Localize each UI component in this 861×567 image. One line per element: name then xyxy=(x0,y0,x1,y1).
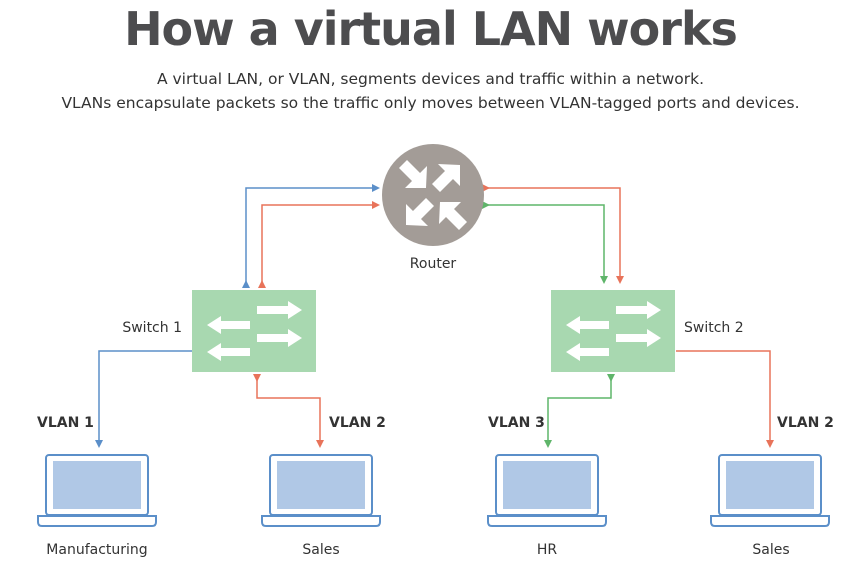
switch-1-icon xyxy=(192,290,316,372)
vlan-label-sales-right: VLAN 2 xyxy=(777,415,834,431)
device-label-sales-left: Sales xyxy=(302,542,339,558)
vlan-label-manufacturing: VLAN 1 xyxy=(37,415,94,431)
laptop-icon-hr xyxy=(487,454,607,527)
link-switch2-hr xyxy=(544,374,615,448)
laptop-icon-sales-left xyxy=(261,454,381,527)
subtitle-line-2: VLANs encapsulate packets so the traffic… xyxy=(61,94,800,112)
router-icon xyxy=(382,144,484,246)
laptop-icon-manufacturing xyxy=(37,454,157,527)
link-switch1-router-vlan2 xyxy=(258,201,380,288)
switch-2-label: Switch 2 xyxy=(684,320,744,336)
device-label-hr: HR xyxy=(537,542,558,558)
subtitle-line-1: A virtual LAN, or VLAN, segments devices… xyxy=(156,70,705,88)
link-switch1-sales-left xyxy=(253,374,324,448)
link-router-switch2-vlan3 xyxy=(482,201,608,284)
device-label-sales-right: Sales xyxy=(752,542,789,558)
link-router-switch2-vlan2 xyxy=(482,184,624,284)
vlan-label-sales-left: VLAN 2 xyxy=(329,415,386,431)
page-title: How a virtual LAN works xyxy=(124,2,738,56)
switch-1-label: Switch 1 xyxy=(122,320,182,336)
laptop-icon-sales-right xyxy=(710,454,830,527)
connections xyxy=(95,184,774,448)
switch-2-icon xyxy=(551,290,675,372)
link-switch1-manufacturing xyxy=(95,350,192,448)
vlan-label-hr: VLAN 3 xyxy=(488,415,545,431)
link-switch2-sales-right xyxy=(676,350,774,448)
link-switch1-router-vlan1 xyxy=(242,184,380,288)
device-label-manufacturing: Manufacturing xyxy=(46,542,147,558)
router-label: Router xyxy=(410,256,457,272)
